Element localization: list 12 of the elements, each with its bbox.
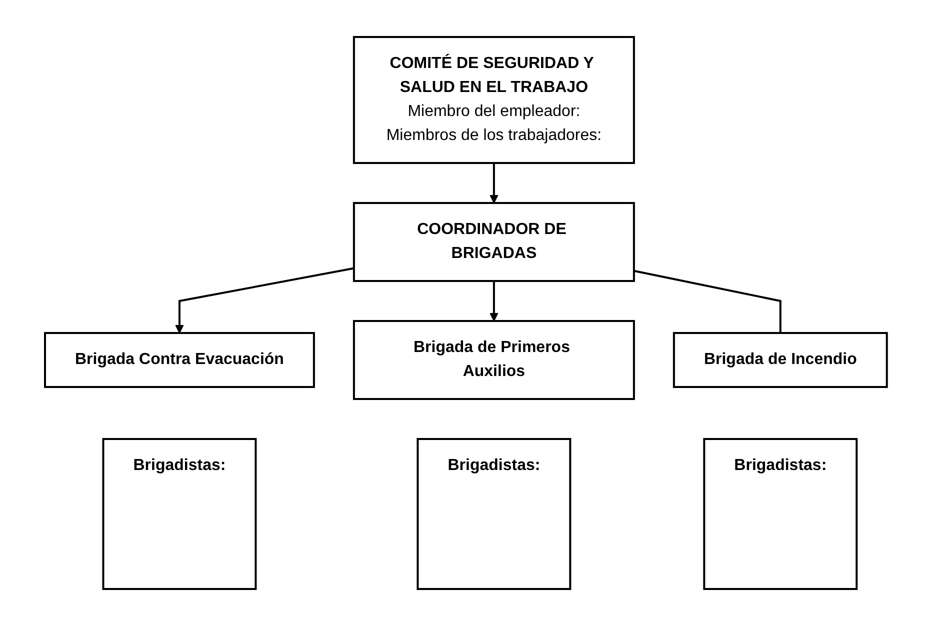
node-box: Brigadistas: xyxy=(416,438,571,590)
arrow xyxy=(489,163,498,204)
arrow xyxy=(174,267,354,334)
arrow xyxy=(489,281,498,322)
node-box: Brigada de Primeros Auxilios xyxy=(352,320,635,400)
connector xyxy=(633,270,781,333)
node-box: Brigada Contra Evacuación xyxy=(44,332,315,388)
node-box: COORDINADOR DE BRIGADAS xyxy=(352,202,635,282)
node-box: Brigadistas: xyxy=(702,438,858,590)
node-box: Brigada de Incendio xyxy=(672,332,888,388)
node-box: Brigadistas: xyxy=(102,438,256,590)
node-box: COMITÉ DE SEGURIDAD Y SALUD EN EL TRABAJO Miembro del empleador: Miembros de los trabajadores: xyxy=(352,36,635,164)
